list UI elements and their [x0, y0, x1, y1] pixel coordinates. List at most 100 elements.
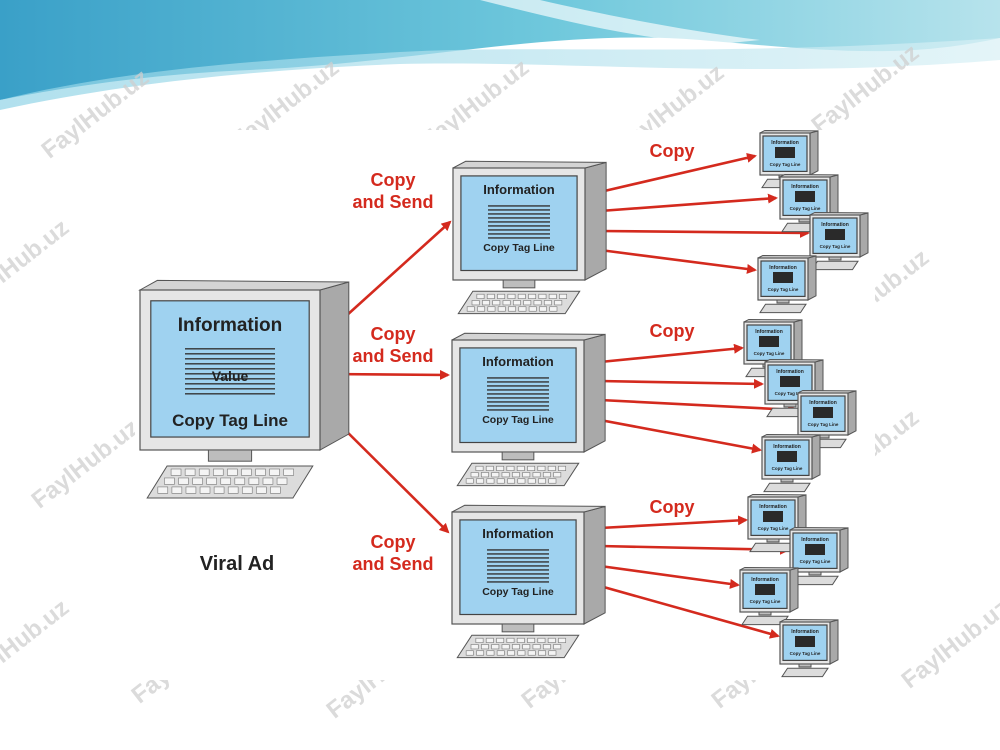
copy-arrow	[599, 343, 744, 364]
copy-arrow	[599, 248, 757, 274]
small-screen-title: Information	[773, 444, 801, 450]
monitor-stand	[501, 623, 535, 633]
keyboard-key	[558, 637, 567, 643]
monitor-side	[807, 255, 817, 301]
small-screen-footer: Copy Tag Line	[775, 391, 806, 396]
keyboard-key	[276, 477, 288, 485]
small-screen-title: Information	[791, 629, 819, 635]
monitor-stand	[502, 279, 536, 289]
keyboard-key	[547, 637, 556, 643]
monitor-stand	[501, 451, 535, 461]
keyboard-key	[466, 306, 475, 312]
monitor-stand	[808, 571, 822, 576]
monitor-side	[319, 281, 350, 451]
small-screen-footer: Copy Tag Line	[772, 466, 803, 471]
small-screen-footer: Copy Tag Line	[820, 244, 851, 249]
keyboard-key	[542, 644, 551, 650]
small-screen-footer: Copy Tag Line	[754, 351, 785, 356]
keyboard-key	[553, 644, 562, 650]
monitor-stand	[776, 299, 790, 304]
monitor-screen	[782, 179, 828, 217]
copy-arrow	[599, 193, 778, 213]
keyboard-key	[496, 478, 505, 484]
keyboard-key	[465, 650, 474, 656]
copy-and-send-line-1: Copy	[371, 324, 416, 344]
mid-screen-footer: Copy Tag Line	[482, 586, 554, 598]
keyboard-key	[558, 465, 567, 471]
copy-arrow	[599, 515, 748, 530]
keyboard-key	[528, 293, 537, 299]
keyboard-key	[486, 650, 495, 656]
keyboard-key	[502, 300, 511, 306]
keyboard-key	[178, 477, 189, 485]
small-screen-footer: Copy Tag Line	[790, 206, 821, 211]
keyboard-key	[496, 465, 505, 471]
monitor-stand	[828, 256, 842, 261]
main-screen-value: Value	[212, 368, 249, 384]
small-screen-footer: Copy Tag Line	[750, 599, 781, 604]
keyboard-key	[496, 637, 505, 643]
copy-and-send-line-2: and Send	[352, 192, 433, 212]
keyboard-key	[512, 300, 521, 306]
keyboard-key	[465, 478, 474, 484]
copy-label: Copy	[650, 497, 695, 517]
keyboard-key	[522, 472, 531, 478]
keyboard-key	[283, 468, 294, 476]
keyboard-key	[256, 486, 267, 494]
small-screen-title: Information	[776, 369, 804, 375]
monitor-stand	[798, 218, 812, 223]
keyboard-key	[491, 472, 500, 478]
keyboard-key	[527, 637, 536, 643]
small-screen-footer: Copy Tag Line	[758, 526, 789, 531]
keyboard-key	[511, 472, 520, 478]
keyboard-key	[538, 650, 546, 656]
keyboard-key	[554, 300, 563, 306]
mid-screen-footer: Copy Tag Line	[483, 242, 555, 254]
keyboard-key	[548, 650, 557, 656]
watermark-text: FaylHub.uz	[27, 414, 145, 514]
monitor-screen	[460, 175, 578, 272]
keyboard-key	[549, 306, 558, 312]
monitor-side	[811, 434, 821, 480]
small-screen-block	[755, 584, 775, 595]
monitor-screen	[459, 347, 577, 444]
keyboard-key	[481, 472, 489, 478]
copy-and-send-line-1: Copy	[371, 532, 416, 552]
monitor-side	[583, 505, 606, 625]
keyboard-key	[475, 465, 484, 471]
small-screen-block	[795, 191, 815, 202]
keyboard-key	[537, 465, 546, 471]
keyboard-key	[506, 637, 515, 643]
monitor-side	[809, 130, 819, 176]
monitor-top	[451, 332, 606, 341]
monitor-side	[859, 212, 869, 258]
keyboard-key	[220, 477, 231, 485]
keyboard-key	[475, 637, 484, 643]
keyboard-key	[486, 478, 495, 484]
mid-screen-title: Information	[483, 182, 555, 197]
keyboard-key	[470, 472, 479, 478]
keyboard-key	[528, 306, 537, 312]
monitor-side	[829, 619, 839, 665]
keyboard-key	[227, 468, 238, 476]
small-screen-block	[777, 451, 797, 462]
keyboard-key	[491, 644, 500, 650]
small-screen-block	[763, 511, 783, 522]
small-screen-block	[813, 407, 833, 418]
small-screen-footer: Copy Tag Line	[800, 559, 831, 564]
monitor-stand	[758, 611, 772, 616]
small-screen-title: Information	[791, 184, 819, 190]
keyboard-key	[248, 477, 260, 485]
keyboard-key	[538, 293, 547, 299]
monitor-top	[138, 279, 349, 291]
